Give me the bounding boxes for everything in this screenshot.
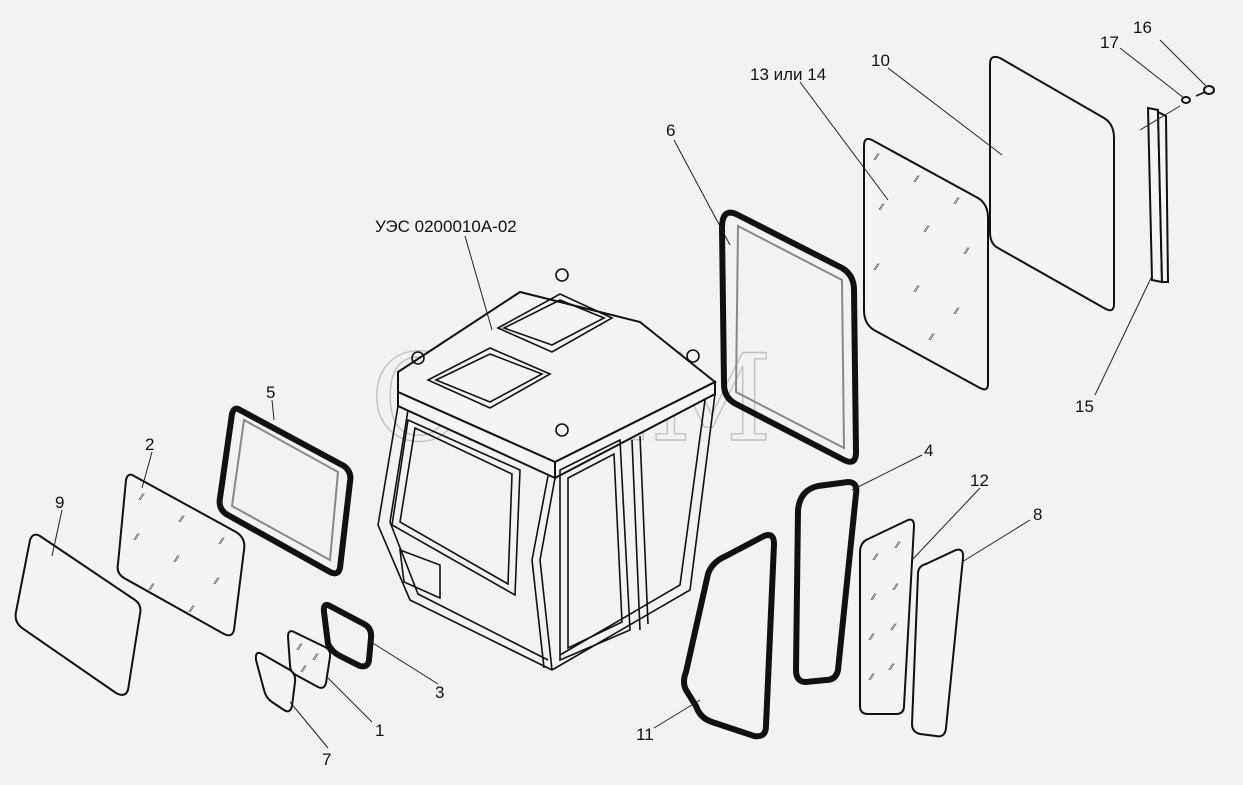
callout-5: 5 [266,383,275,402]
svg-text:⁄⁄: ⁄⁄ [870,593,878,603]
svg-text:⁄⁄: ⁄⁄ [868,673,876,683]
svg-text:⁄⁄: ⁄⁄ [892,583,900,593]
svg-text:⁄⁄: ⁄⁄ [913,175,921,185]
svg-text:⁄⁄: ⁄⁄ [890,623,898,633]
svg-text:⁄⁄: ⁄⁄ [133,533,141,543]
part-5-seal [216,405,354,577]
callout-15: 15 [1075,397,1094,416]
callout-2: 2 [145,435,154,454]
part-7-glass [254,651,297,713]
svg-text:⁄⁄: ⁄⁄ [300,665,308,675]
svg-text:⁄⁄: ⁄⁄ [963,247,971,257]
svg-text:⁄⁄: ⁄⁄ [878,203,886,213]
callout-13-14: 13 или 14 [750,65,826,84]
svg-text:⁄⁄: ⁄⁄ [296,643,304,653]
svg-text:⁄⁄: ⁄⁄ [953,197,961,207]
svg-text:⁄⁄: ⁄⁄ [868,633,876,643]
part-1-glass: ⁄⁄ ⁄⁄ ⁄⁄ [286,630,332,689]
callout-9: 9 [55,493,64,512]
svg-text:⁄⁄: ⁄⁄ [178,515,186,525]
svg-text:⁄⁄: ⁄⁄ [913,285,921,295]
callout-4: 4 [924,441,933,460]
assembly-label: УЭС 0200010А-02 [375,217,517,236]
callout-1: 1 [375,721,384,740]
callout-12: 12 [970,471,989,490]
part-2-glass: ⁄⁄ ⁄⁄ ⁄⁄ ⁄⁄ ⁄⁄ ⁄⁄ ⁄⁄ ⁄⁄ [116,473,246,637]
callout-7: 7 [322,750,331,769]
callout-16: 16 [1133,18,1152,37]
leader-lines [51,39,1207,749]
svg-text:⁄⁄: ⁄⁄ [138,493,146,503]
part-6-seal [718,209,860,465]
part-3-seal [320,601,375,670]
svg-text:⁄⁄: ⁄⁄ [213,577,221,587]
svg-text:⁄⁄: ⁄⁄ [188,605,196,615]
svg-text:⁄⁄: ⁄⁄ [888,663,896,673]
svg-text:⁄⁄: ⁄⁄ [928,333,936,343]
part-15-rail [1146,106,1170,284]
svg-text:⁄⁄: ⁄⁄ [148,583,156,593]
cab-frame [377,268,717,671]
callout-3: 3 [435,683,444,702]
callout-17: 17 [1100,33,1119,52]
callout-11: 11 [636,725,654,744]
part-10-glass [989,55,1115,312]
callout-8: 8 [1033,505,1042,524]
svg-text:⁄⁄: ⁄⁄ [173,555,181,565]
svg-text:⁄⁄: ⁄⁄ [953,307,961,317]
part-13-14-glass: ⁄⁄ ⁄⁄ ⁄⁄ ⁄⁄ ⁄⁄ ⁄⁄ ⁄⁄ ⁄⁄ ⁄⁄ ⁄⁄ [863,137,989,391]
part-12-glass: ⁄⁄ ⁄⁄ ⁄⁄ ⁄⁄ ⁄⁄ ⁄⁄ ⁄⁄ ⁄⁄ [859,518,916,715]
callout-10: 10 [871,51,890,70]
svg-text:⁄⁄: ⁄⁄ [923,225,931,235]
part-16-screw [1195,85,1215,97]
part-17-washer [1181,96,1191,104]
part-4-seal [792,478,860,686]
svg-text:⁄⁄: ⁄⁄ [873,263,881,273]
svg-text:⁄⁄: ⁄⁄ [873,153,881,163]
part-8-glass [910,548,965,738]
svg-text:⁄⁄: ⁄⁄ [894,541,902,551]
svg-text:⁄⁄: ⁄⁄ [218,537,226,547]
part-11-seal [681,532,778,740]
callout-6: 6 [666,121,675,140]
svg-text:⁄⁄: ⁄⁄ [872,553,880,563]
svg-text:⁄⁄: ⁄⁄ [312,653,320,663]
part-9-glass [14,533,142,696]
